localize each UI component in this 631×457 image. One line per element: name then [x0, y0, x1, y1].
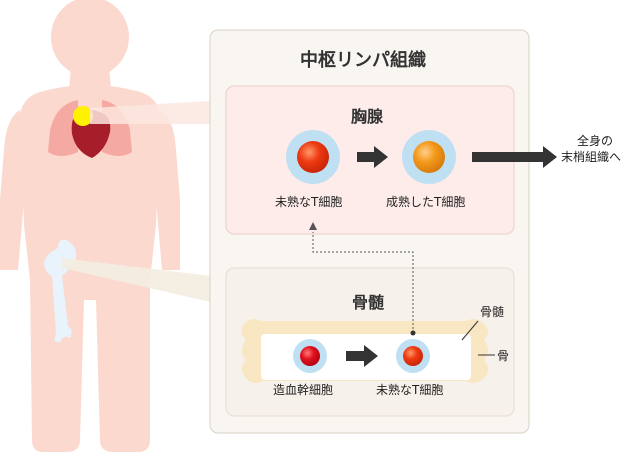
bone-callout-label: 骨 [497, 349, 510, 363]
left-arm [0, 110, 30, 270]
thymus-arrow [357, 146, 388, 168]
human-body [0, 0, 180, 452]
marrow-arrow [346, 345, 378, 367]
neck [69, 66, 111, 90]
right-arm [150, 110, 180, 270]
periphery-label-line1: 全身の [577, 134, 614, 148]
head [51, 0, 129, 77]
thymus-immature-cell-label: 未熟なT細胞 [275, 195, 343, 209]
periphery-label-line2: 末梢組織へ [561, 150, 622, 164]
periphery-arrow [472, 146, 557, 168]
thymus-mature-cell-label: 成熟したT細胞 [386, 195, 466, 209]
marrow-callout-label: 骨髄 [480, 305, 505, 319]
migration-start-dot [410, 330, 416, 336]
marrow-immature-cell [396, 339, 430, 373]
thymus-immature-cell [286, 130, 340, 184]
thymus-mature-cell [402, 130, 456, 184]
migration-path [312, 232, 414, 333]
left-lung [48, 100, 78, 156]
thymus-callout-wedge [90, 100, 226, 124]
stem-cell [293, 339, 327, 373]
thymus-organ [73, 106, 93, 126]
thymus-title: 胸腺 [351, 107, 384, 126]
migration-arrowhead [309, 222, 317, 230]
marrow-callout-line [461, 320, 479, 341]
central-lymphoid-title: 中枢リンパ組織 [300, 50, 426, 71]
marrow-immature-cell-label: 未熟なT細胞 [376, 383, 444, 397]
marrow-callout-wedge [62, 258, 228, 306]
stem-cell-label: 造血幹細胞 [273, 383, 334, 397]
bone-marrow-title: 骨髄 [352, 293, 385, 312]
